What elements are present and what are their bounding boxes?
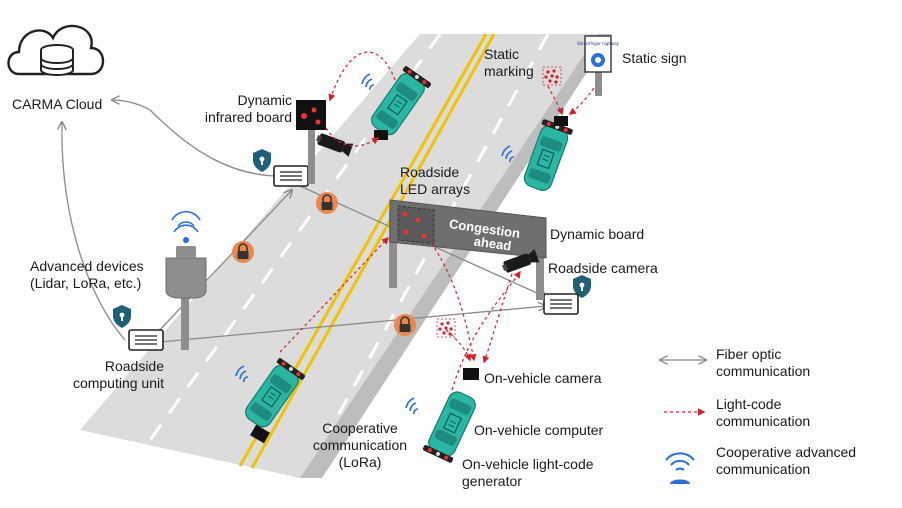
cloud-icon <box>7 24 105 76</box>
label-line: Roadside <box>400 164 460 180</box>
on-vehicle-camera-icon <box>374 130 388 140</box>
label-line: communication <box>716 363 811 379</box>
on-vehicle-camera-icon <box>463 368 479 380</box>
label-roadside-led-arrays: Roadside LED arrays <box>400 164 470 198</box>
label-dynamic-board: Dynamic board <box>550 226 645 242</box>
dynamic-board-gantry: Congestion ahead <box>389 199 547 300</box>
label-line: Light-code <box>716 396 782 412</box>
on-vehicle-camera-icon <box>554 116 568 126</box>
label-line: (LoRa) <box>338 454 382 470</box>
label-line: communication <box>312 437 408 453</box>
dynamic-board-line2: ahead <box>473 234 512 254</box>
label-static-sign: Static sign <box>622 50 687 66</box>
label-line: (Lidar, LoRa, etc.) <box>30 275 142 291</box>
label-line: communication <box>716 413 811 429</box>
label-line: On-vehicle light-code <box>462 456 594 472</box>
label-line: Cooperative advanced <box>716 444 857 460</box>
label-line: computing unit <box>72 375 164 391</box>
label-line: Cooperative <box>322 420 398 436</box>
lock-icon <box>315 191 339 215</box>
label-dynamic-infrared-board: Dynamic infrared board <box>180 92 292 126</box>
label-on-vehicle-computer: On-vehicle computer <box>474 422 604 438</box>
sign-text: Stinesfinger highway <box>577 41 620 46</box>
roadside-computing-unit-icon <box>543 293 579 315</box>
yellow-line-2 <box>250 33 496 469</box>
label-line: Fiber optic <box>716 346 782 362</box>
lightcode-arrow <box>482 273 513 364</box>
lightcode-pattern-icon <box>436 318 456 338</box>
shield-icon <box>253 149 271 172</box>
roadside-computing-unit-icon <box>273 165 309 187</box>
shield-icon <box>113 305 131 328</box>
label-roadside-computing-unit: Roadside computing unit <box>60 358 164 392</box>
label-advanced-devices: Advanced devices (Lidar, LoRa, etc.) <box>30 258 144 292</box>
label-line: marking <box>484 63 534 79</box>
fiber-cloud-to-cu-bottom <box>62 122 126 341</box>
wifi-icon <box>405 397 419 415</box>
label-line: generator <box>462 473 522 489</box>
label-line: Static <box>484 46 520 62</box>
label-line: Advanced devices <box>30 258 144 274</box>
label-line: Roadside <box>104 358 164 374</box>
label-cooperative-communication: Cooperative communication (LoRa) <box>312 420 408 471</box>
label-on-vehicle-light-code-generator: On-vehicle light-code generator <box>462 456 594 490</box>
label-line: Dynamic <box>237 92 292 108</box>
dynamic-infrared-board-icon <box>296 100 326 184</box>
lightcode-arrow <box>325 127 380 147</box>
wifi-icon <box>361 73 375 91</box>
lightcode-arrow <box>547 85 564 116</box>
lightcode-arrow <box>427 237 477 362</box>
legend-cooperative-label: Cooperative advanced communication <box>716 444 856 478</box>
road <box>80 34 612 478</box>
label-roadside-camera: Roadside camera <box>548 260 658 276</box>
label-line: LED arrays <box>400 181 471 197</box>
lightcode-arrow <box>328 51 396 102</box>
advanced-device-icon <box>165 211 207 350</box>
lock-icon <box>231 240 255 264</box>
lightcode-arrow <box>568 87 595 115</box>
fiber-cu-bottom-to-cu-right <box>159 306 546 343</box>
lightcode-arrow <box>451 270 521 391</box>
legend-wifi-icon <box>665 452 695 484</box>
fiber-cu-bottom-to-cu-top <box>155 190 292 335</box>
lightcode-arrow <box>279 236 389 353</box>
legend-lightcode-label: Light-code communication <box>716 396 810 430</box>
fiber-cloud-to-cu-top <box>112 100 281 177</box>
on-vehicle-camera-icon <box>250 424 270 444</box>
legend-fiber-label: Fiber optic communication <box>716 346 810 380</box>
label-line: communication <box>716 461 811 477</box>
lock-icon <box>393 313 417 337</box>
static-sign-icon: Stinesfinger highway <box>577 35 620 96</box>
label-static-marking: Static marking <box>484 46 534 80</box>
label-on-vehicle-camera: On-vehicle camera <box>484 370 602 386</box>
roadside-computing-unit-icon <box>128 329 164 351</box>
vehicle <box>421 387 481 464</box>
label-line: infrared board <box>204 109 292 125</box>
label-carma-cloud: CARMA Cloud <box>12 96 103 112</box>
